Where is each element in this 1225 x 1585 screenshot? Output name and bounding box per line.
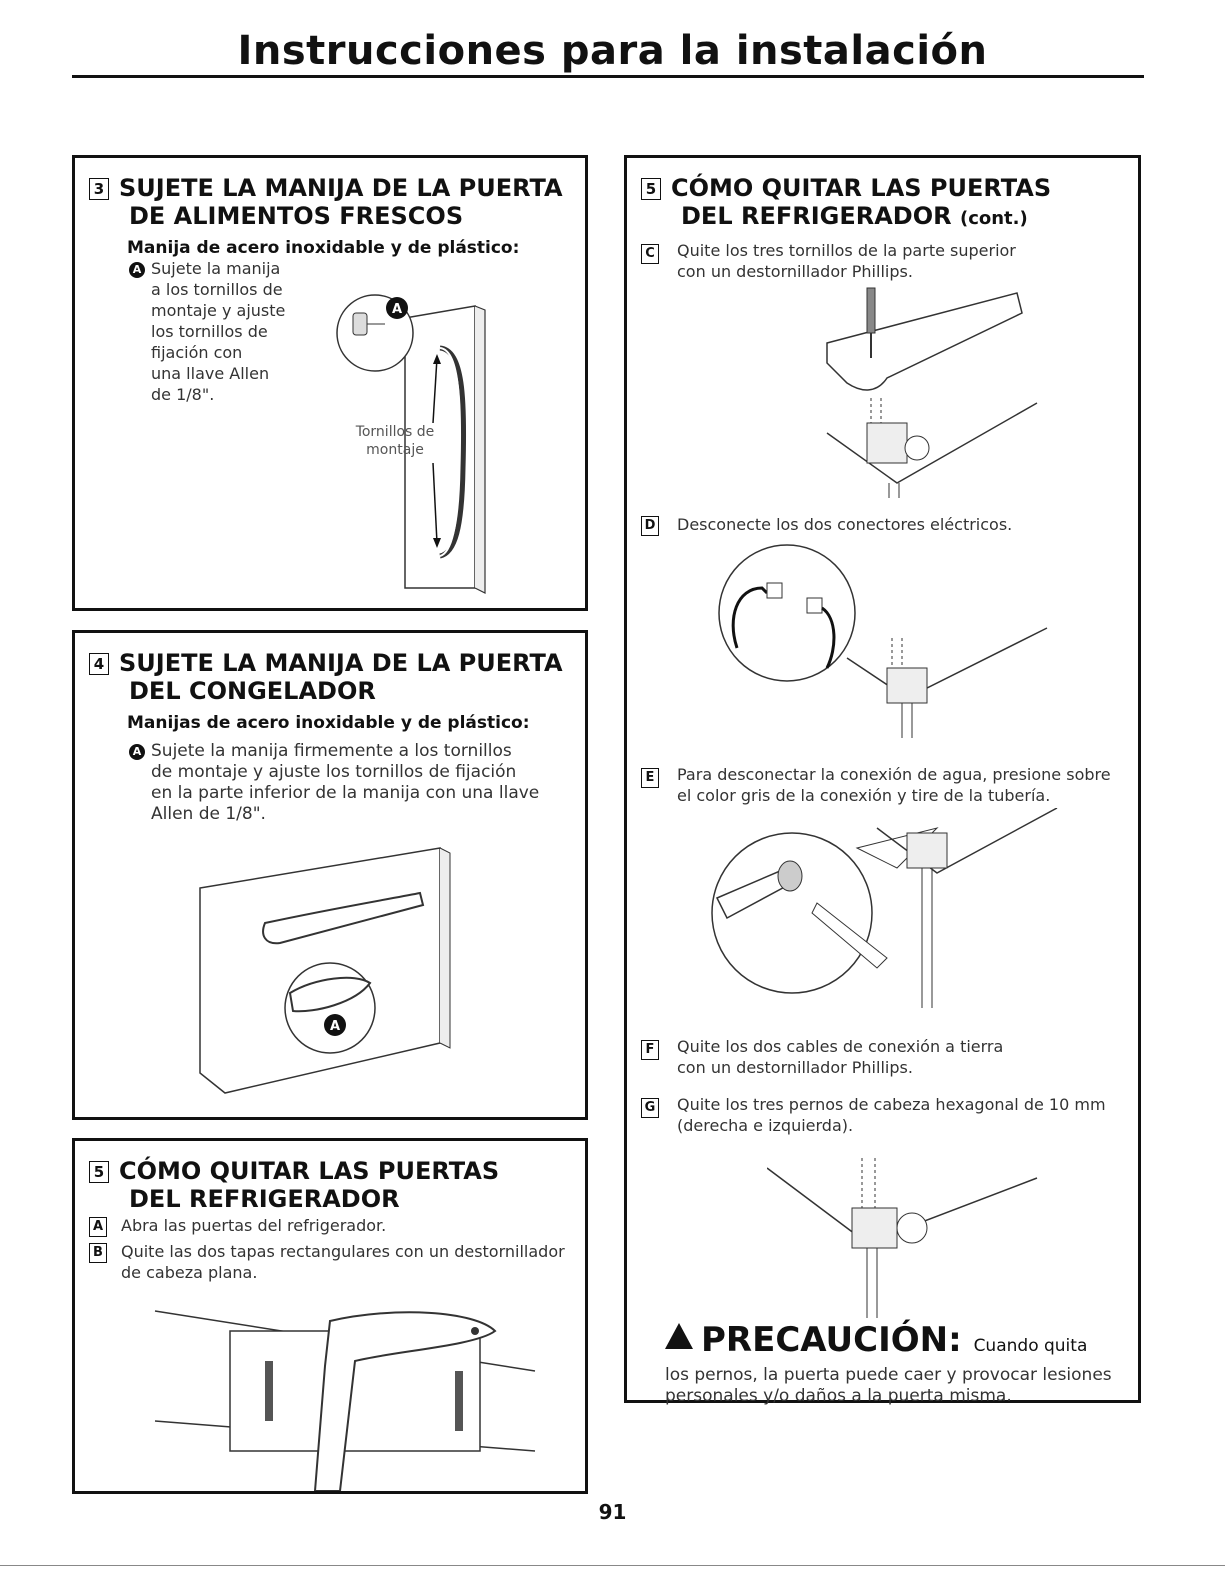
title-rule xyxy=(72,75,1144,78)
step-line: de montaje y ajuste los tornillos de fij… xyxy=(151,762,517,782)
step-letter-e: E xyxy=(641,768,659,788)
section-5-cont-heading: 5 CÓMO QUITAR LAS PUERTAS DEL REFRIGERADO… xyxy=(641,174,1051,233)
section-number: 4 xyxy=(89,653,109,675)
callout-a-icon: A xyxy=(129,262,145,278)
heading-line-1: SUJETE LA MANIJA DE LA PUERTA xyxy=(119,649,563,677)
water-connection-illustration xyxy=(711,808,1058,1008)
step-line: Para desconectar la conexión de agua, pr… xyxy=(677,765,1111,784)
section-number: 3 xyxy=(89,178,109,200)
section-number: 5 xyxy=(89,1161,109,1183)
step-line: Quite los dos cables de conexión a tierr… xyxy=(677,1037,1004,1056)
step-line: Sujete la manija xyxy=(151,259,281,278)
step-b-text: Quite las dos tapas rectangulares con un… xyxy=(121,1241,565,1283)
heading-suffix: (cont.) xyxy=(959,208,1028,229)
section-5-cont-box: 5 CÓMO QUITAR LAS PUERTAS DEL REFRIGERADO… xyxy=(624,155,1141,1406)
freezer-door-illustration: A xyxy=(199,847,451,1094)
cap-removal-illustration xyxy=(154,1310,536,1491)
heading-line-1: SUJETE LA MANIJA DE LA PUERTA xyxy=(119,174,563,202)
step-line: de 1/8". xyxy=(151,385,215,404)
step-f-text: Quite los dos cables de conexión a tierr… xyxy=(677,1036,1003,1078)
step-line: Quite las dos tapas rectangulares con un… xyxy=(121,1242,565,1261)
step-line: montaje y ajuste xyxy=(151,301,286,320)
step-line: Quite los tres tornillos de la parte sup… xyxy=(677,241,1016,260)
step-g-text: Quite los tres pernos de cabeza hexagona… xyxy=(677,1094,1106,1136)
mount-screws-label-2: montaje xyxy=(366,442,424,458)
step-a-text: Abra las puertas del refrigerador. xyxy=(121,1216,387,1235)
step-letter-f: F xyxy=(641,1040,659,1060)
step-letter-a: A xyxy=(89,1217,107,1237)
bottom-rule xyxy=(0,1565,1225,1566)
heading-line-2: DEL CONGELADOR xyxy=(129,677,376,705)
section-number: 5 xyxy=(641,178,661,200)
mount-screws-label-1: Tornillos de xyxy=(355,424,435,440)
step-line: Sujete la manija firmemente a los tornil… xyxy=(151,741,512,761)
page-title: Instrucciones para la instalación xyxy=(237,28,988,74)
caution-word: PRECAUCIÓN: xyxy=(701,1320,962,1360)
heading-line-1: CÓMO QUITAR LAS PUERTAS xyxy=(671,174,1052,202)
step-line: en la parte inferior de la manija con un… xyxy=(151,783,540,803)
step-d-text: Desconecte los dos conectores eléctricos… xyxy=(677,515,1013,534)
section-3-step: A Sujete la manija a los tornillos de mon… xyxy=(129,258,285,405)
step-line: con un destornillador Phillips. xyxy=(677,262,913,281)
section-4-heading: 4 SUJETE LA MANIJA DE LA PUERTA DEL CONGE… xyxy=(89,649,563,705)
heading-line-2: DE ALIMENTOS FRESCOS xyxy=(129,202,464,230)
step-c-text: Quite los tres tornillos de la parte sup… xyxy=(677,240,1016,282)
caution-line: los pernos, la puerta puede caer y provo… xyxy=(665,1365,1112,1385)
illus-callout-a: A xyxy=(392,302,402,317)
caution-block: PRECAUCIÓN: Cuando quita los pernos, la … xyxy=(665,1321,1125,1407)
step-line: Allen de 1/8". xyxy=(151,804,266,824)
section-4-step: A Sujete la manija firmemente a los torni… xyxy=(129,741,539,825)
section-4-box: 4 SUJETE LA MANIJA DE LA PUERTA DEL CONGE… xyxy=(72,630,588,1120)
section-4-subhead: Manijas de acero inoxidable y de plástic… xyxy=(127,713,530,733)
section-3-heading: 3 SUJETE LA MANIJA DE LA PUERTA DE ALIMEN… xyxy=(89,174,563,230)
step-line: con un destornillador Phillips. xyxy=(677,1058,913,1077)
step-line: a los tornillos de xyxy=(151,280,283,299)
section-3-box: 3 SUJETE LA MANIJA DE LA PUERTA DE ALIMEN… xyxy=(72,155,588,611)
step-line: fijación con xyxy=(151,343,243,362)
section-5-heading: 5 CÓMO QUITAR LAS PUERTAS DEL REFRIGERADO… xyxy=(89,1157,499,1213)
heading-line-2: DEL REFRIGERADOR xyxy=(681,202,952,230)
callout-a-icon: A xyxy=(129,744,145,760)
caution-text: los pernos, la puerta puede caer y provo… xyxy=(665,1365,1125,1407)
caution-tail: Cuando quita xyxy=(973,1336,1088,1356)
heading-line-1: CÓMO QUITAR LAS PUERTAS xyxy=(119,1157,500,1185)
top-hinge-illustration xyxy=(826,287,1038,498)
fresh-food-door-illustration: A Tornillos de montaje xyxy=(336,294,486,594)
caution-line: personales y/o daños a la puerta misma. xyxy=(665,1386,1012,1406)
step-line: (derecha e izquierda). xyxy=(677,1116,854,1135)
section-3-subhead: Manija de acero inoxidable y de plástico… xyxy=(127,238,520,258)
illus-callout-a: A xyxy=(330,1019,340,1034)
section-5-box: 5 CÓMO QUITAR LAS PUERTAS DEL REFRIGERADO… xyxy=(72,1138,588,1494)
electrical-connector-illustration xyxy=(718,544,1048,738)
page-number: 91 xyxy=(598,1500,627,1524)
step-letter-c: C xyxy=(641,244,659,264)
step-letter-g: G xyxy=(641,1098,659,1118)
step-line: Quite los tres pernos de cabeza hexagona… xyxy=(677,1095,1106,1114)
step-letter-d: D xyxy=(641,516,659,536)
step-letter-b: B xyxy=(89,1243,107,1263)
step-line: el color gris de la conexión y tire de l… xyxy=(677,786,1051,805)
step-e-text: Para desconectar la conexión de agua, pr… xyxy=(677,764,1111,806)
step-line: los tornillos de xyxy=(151,322,268,341)
hinge-bolts-illustration xyxy=(767,1158,1038,1318)
heading-line-2: DEL REFRIGERADOR xyxy=(129,1185,400,1213)
step-line: de cabeza plana. xyxy=(121,1263,258,1282)
warning-triangle-icon xyxy=(665,1323,693,1349)
step-line: una llave Allen xyxy=(151,364,270,383)
